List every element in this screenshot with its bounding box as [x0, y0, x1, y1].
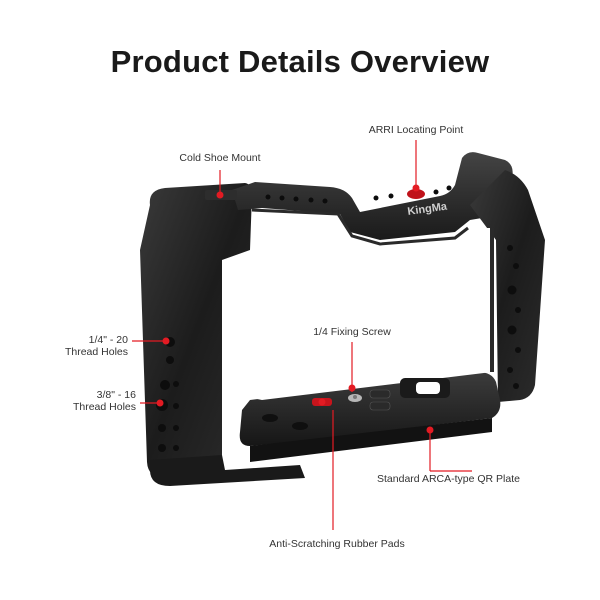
- thread-1-4-marker-dot: [162, 337, 170, 345]
- page-title: Product Details Overview: [110, 44, 490, 79]
- arri-marker-dot: [412, 184, 420, 192]
- arri-locating-point: [407, 189, 425, 199]
- callout-thread-holes-3-8: 3/8" - 16 Thread Holes: [40, 389, 136, 413]
- cage-left-side: [140, 183, 252, 479]
- callout-thread-holes-1-4-text: Thread Holes: [64, 346, 128, 358]
- cage-top-bar: [232, 152, 513, 240]
- callout-thread-holes-3-8-text: Thread Holes: [72, 401, 136, 413]
- qr-plate-marker-dot: [426, 426, 434, 434]
- callout-arca-qr-plate: Standard ARCA-type QR Plate: [377, 473, 520, 485]
- callout-arri-locating-point: ARRI Locating Point: [368, 124, 464, 136]
- callout-thread-holes-3-8-size: 3/8" - 16: [96, 389, 136, 401]
- fixing-screw-marker-dot: [348, 384, 356, 392]
- thread-3-8-marker-dot: [156, 399, 164, 407]
- rubber-pads-marker-dot: [318, 398, 326, 406]
- callout-rubber-pads: Anti-Scratching Rubber Pads: [269, 538, 405, 550]
- callout-thread-holes-1-4-size: 1/4" - 20: [88, 334, 128, 346]
- cold-shoe-marker-dot: [216, 191, 224, 199]
- rubber-pads: [312, 389, 391, 411]
- callout-cold-shoe-mount: Cold Shoe Mount: [179, 152, 261, 164]
- callout-thread-holes-1-4: 1/4" - 20 Thread Holes: [36, 334, 128, 358]
- brand-logo: KingMa: [407, 200, 449, 218]
- callout-fixing-screw: 1/4 Fixing Screw: [313, 326, 391, 338]
